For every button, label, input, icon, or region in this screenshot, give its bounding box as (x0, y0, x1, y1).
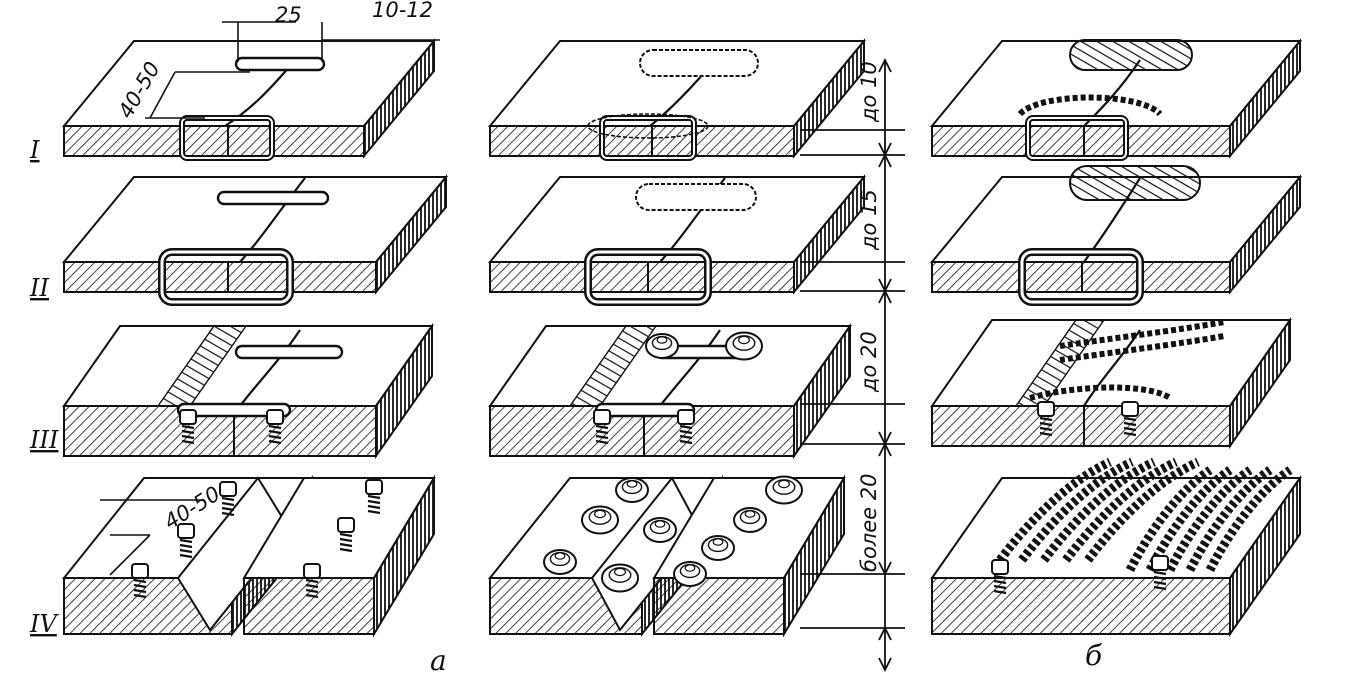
slab-b3 (930, 316, 1292, 450)
rope-b1-front (1017, 94, 1163, 117)
column-label-b: б (1085, 639, 1103, 672)
slab-a1-front-face (63, 125, 365, 157)
slab-m4-right-front-face (653, 577, 785, 635)
bolt-m3-left (593, 409, 611, 425)
column-label-a: а (430, 644, 447, 676)
rope-b4-right-1 (1125, 466, 1213, 573)
rope-b3-top (1059, 319, 1225, 349)
staple-a3-back (234, 344, 344, 360)
slab-m4-right (543, 474, 846, 638)
thickness-label-I: до 10 (857, 61, 881, 123)
weld-m4-8 (701, 535, 735, 561)
bolt-a4-5 (337, 517, 355, 533)
bolt-b3-left (1037, 401, 1055, 417)
staple-a3-front (176, 402, 292, 418)
rope-b3-mid (1059, 333, 1225, 363)
weld-groove-b3 (1014, 319, 1106, 407)
slab-a4-right-side-face (373, 474, 435, 638)
row-label-II: II (29, 274, 49, 302)
rope-b4-right-3 (1165, 466, 1253, 573)
weld-m4-7 (733, 507, 767, 533)
slab-m2-front-face (489, 261, 795, 293)
rope-b1-back (1069, 39, 1193, 71)
slab-a2 (61, 174, 449, 306)
slab-a3-crack (239, 329, 301, 407)
row-label-IV: IV (29, 610, 59, 638)
weld-m4-3 (643, 517, 677, 543)
weld-m4-1 (615, 477, 649, 503)
rope-b4-left-3 (1040, 457, 1156, 563)
weld-m2-back (635, 183, 757, 211)
weld-m3-1 (645, 333, 679, 359)
slab-a4-right-front-face (243, 577, 375, 635)
slab-m3-side-face (793, 322, 851, 460)
weld-groove-m3 (568, 325, 658, 407)
bolt-b4-right (1151, 555, 1169, 571)
rope-b4-left-4 (1062, 457, 1178, 563)
slab-b2 (929, 165, 1303, 306)
slab-m3-crack (659, 329, 721, 407)
slab-b3-crack (1083, 329, 1141, 407)
slab-m1-front-face (489, 125, 795, 157)
bolt-a4-1 (131, 563, 149, 579)
slab-b3-top-face (930, 319, 1292, 407)
slab-b3-front-face (931, 405, 1231, 447)
rope-b4-left-5 (1084, 457, 1200, 563)
rope-b4-left-1 (996, 457, 1112, 563)
slab-a4-right (242, 474, 436, 638)
row-label-III: III (29, 426, 59, 454)
slab-a3-side-face (375, 322, 433, 460)
bolt-m3-right (677, 409, 695, 425)
bolt-a4-4 (303, 563, 321, 579)
slab-m2 (487, 174, 867, 306)
weld-m4-5 (543, 549, 577, 575)
bolt-a4-3 (219, 481, 237, 497)
slab-b4-front-face (931, 577, 1231, 635)
slab-b4 (930, 457, 1302, 638)
row-label-I: I (29, 136, 40, 164)
bolt-a4-2 (177, 523, 195, 539)
rope-b4-right-4 (1185, 466, 1273, 573)
dim-25: 25 (275, 3, 302, 27)
slab-b4-side-face (1229, 474, 1301, 638)
staple-a2-back (216, 190, 330, 206)
rope-b4-right-5 (1205, 466, 1293, 573)
slab-b1 (929, 38, 1303, 161)
slab-a2-front-face (63, 261, 377, 293)
rope-b4-left-2 (1018, 457, 1134, 563)
weld-m1-back (639, 49, 759, 77)
slab-group (61, 38, 1303, 638)
bolt-a3-right (266, 409, 284, 425)
slab-a3 (62, 322, 434, 460)
thickness-ruler (800, 57, 905, 673)
rope-b3-bottom (1029, 384, 1172, 401)
bolt-a4-6 (365, 479, 383, 495)
slab-m3 (488, 322, 852, 460)
bolt-a3-left (179, 409, 197, 425)
slab-b1-side-face (1229, 38, 1301, 159)
slab-m4-right-side-face (783, 474, 845, 638)
slab-m2-side-face (793, 174, 865, 295)
weld-m4-9 (673, 561, 707, 587)
bolt-b4-left (991, 559, 1009, 575)
slab-m1 (487, 38, 867, 161)
slab-b3-side-face (1229, 316, 1291, 450)
slab-b2-side-face (1229, 174, 1301, 295)
slab-a1-side-face (363, 38, 435, 159)
dimension-group (100, 21, 440, 576)
slab-m1-side-face (793, 38, 865, 159)
slab-a3-top-face (62, 325, 434, 407)
slab-a2-side-face (375, 174, 447, 295)
thickness-label-II: до 15 (857, 189, 881, 251)
rope-b2-back (1069, 165, 1201, 201)
slab-b1-front-face (931, 125, 1231, 157)
bolt-b3-right (1121, 401, 1139, 417)
thickness-label-IV: более 20 (857, 474, 881, 572)
weld-m1-front (587, 113, 709, 139)
thickness-label-III: до 20 (857, 331, 881, 393)
dim-10-12: 10-12 (372, 0, 433, 22)
staple-a1-back (234, 56, 326, 72)
